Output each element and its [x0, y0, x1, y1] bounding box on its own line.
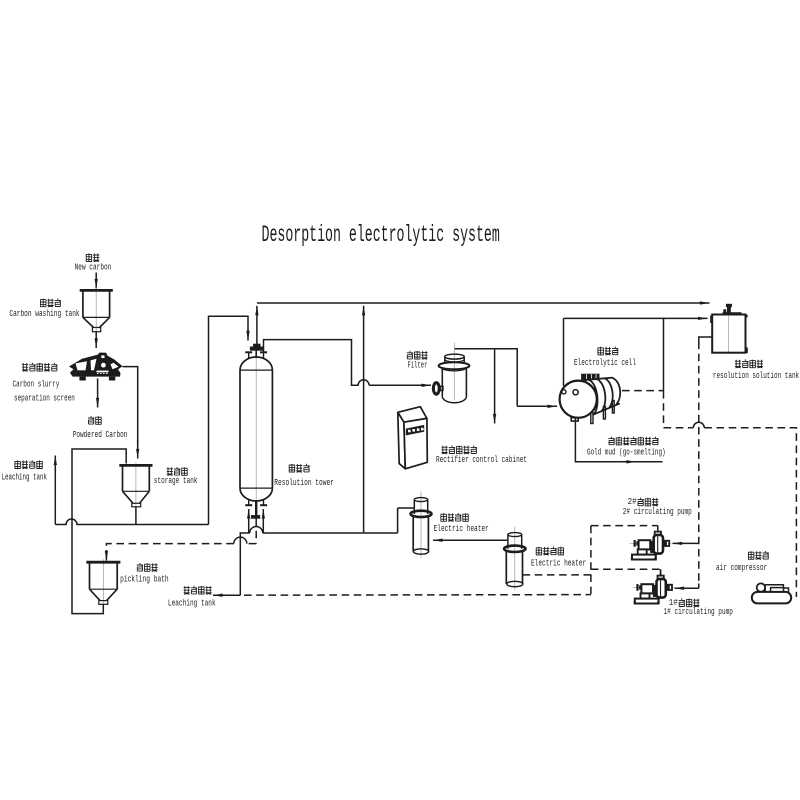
svg-text:1# circulating pump: 1# circulating pump — [664, 607, 734, 618]
svg-text:separation screen: separation screen — [14, 393, 75, 404]
svg-text:Leaching tank: Leaching tank — [168, 598, 216, 609]
svg-text:resolution solution tank: resolution solution tank — [713, 371, 799, 382]
svg-text:1#: 1# — [669, 597, 678, 608]
svg-text:Electrolytic cell: Electrolytic cell — [574, 358, 636, 369]
svg-text:Desorption electrolytic system: Desorption electrolytic system — [262, 221, 500, 248]
svg-text:Rectifier control cabinet: Rectifier control cabinet — [436, 455, 527, 466]
svg-text:Powdered Carbon: Powdered Carbon — [73, 430, 128, 441]
svg-text:Leaching tank: Leaching tank — [2, 472, 48, 483]
svg-text:2# circulating pump: 2# circulating pump — [623, 507, 692, 518]
svg-text:Electric heater: Electric heater — [434, 524, 489, 535]
svg-text:Carbon slurry: Carbon slurry — [13, 379, 60, 390]
svg-text:storage tank: storage tank — [154, 476, 198, 487]
svg-text:Gold mud (go-smelting): Gold mud (go-smelting) — [587, 447, 666, 458]
svg-text:pickling bath: pickling bath — [120, 574, 169, 585]
svg-text:2#: 2# — [628, 496, 637, 507]
svg-text:Electric heater: Electric heater — [531, 558, 586, 569]
svg-text:Filter: Filter — [408, 361, 428, 371]
svg-text:air compressor: air compressor — [716, 563, 767, 574]
svg-text:Resolution tower: Resolution tower — [274, 478, 334, 489]
svg-text:New carbon: New carbon — [75, 262, 112, 273]
svg-text:Carbon washing tank: Carbon washing tank — [9, 309, 79, 320]
